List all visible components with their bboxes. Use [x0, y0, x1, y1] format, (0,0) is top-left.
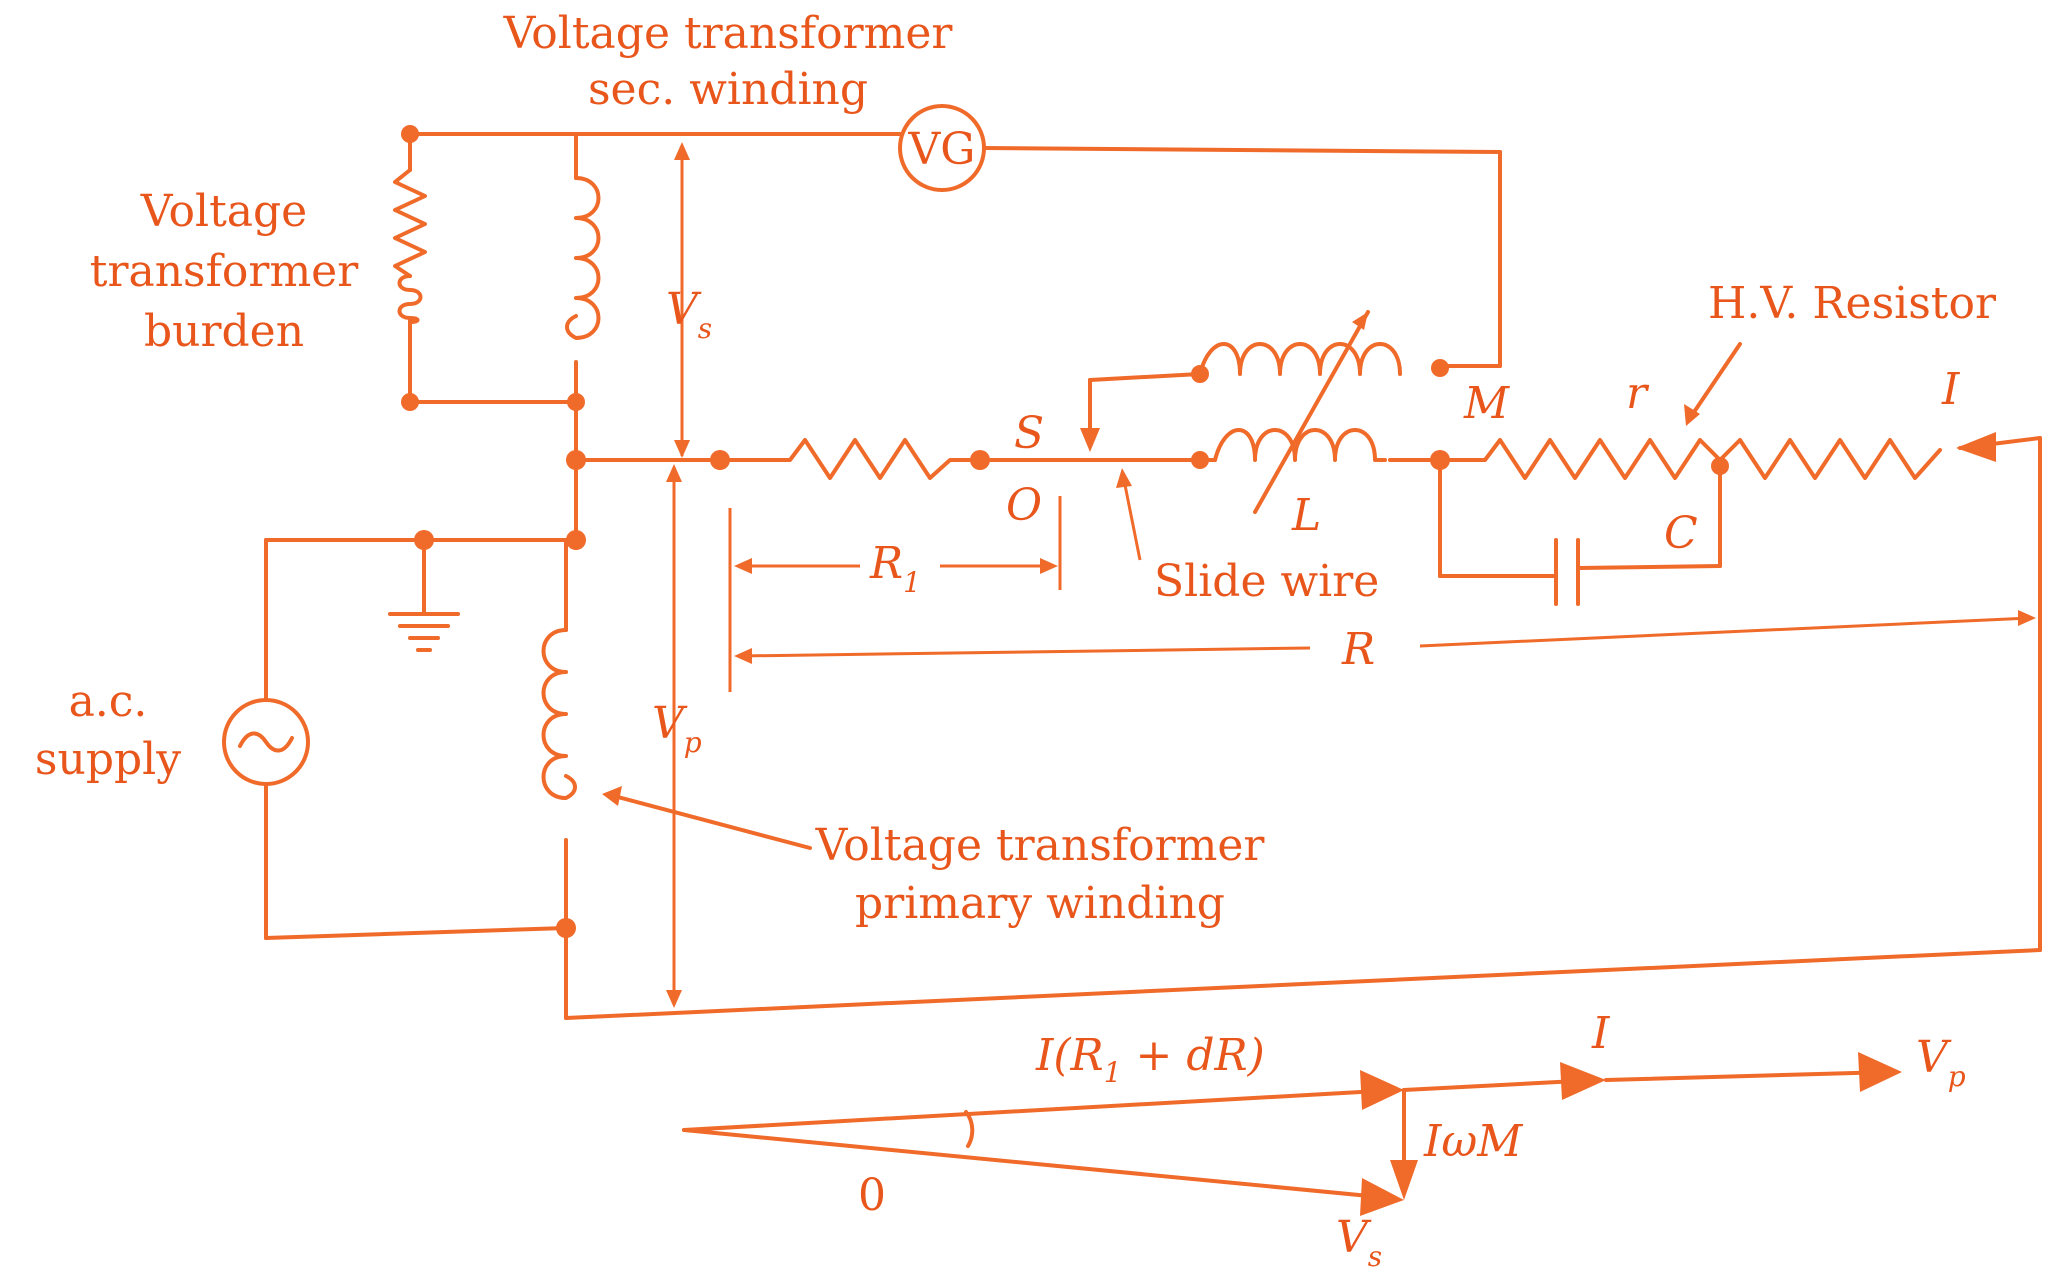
- vt-pri-label-line1: Voltage transformer: [815, 820, 1266, 871]
- i-top-label: I: [1941, 364, 1961, 415]
- burden-resistor: [393, 168, 427, 324]
- c-label: C: [1664, 508, 1698, 559]
- vs-label: Vs: [666, 284, 712, 345]
- m-label: M: [1463, 378, 1510, 429]
- phasor-iwm-label: IωM: [1423, 1116, 1523, 1167]
- vt-pri-label-line2: primary winding: [855, 878, 1225, 929]
- primary-leader: [612, 794, 812, 850]
- phasor-ir-label: I(R1 + dR): [1035, 1030, 1265, 1089]
- hv-resistor-label: H.V. Resistor: [1708, 278, 1997, 329]
- labels: Voltage transformer sec. winding Voltage…: [35, 8, 1997, 1273]
- phasor-diagram: [682, 1052, 1902, 1216]
- vt-primary-winding: [541, 628, 577, 800]
- vt-secondary-winding: [565, 176, 601, 340]
- node-vs-left: [567, 393, 585, 411]
- burden-label-line3: burden: [144, 306, 304, 357]
- r1-label: R1: [869, 538, 921, 599]
- hv-resistor-leader: [1688, 342, 1742, 420]
- l-label: L: [1291, 490, 1321, 541]
- r-small-label: r: [1626, 368, 1650, 419]
- node-r1-right: [970, 450, 990, 470]
- ac-supply-line1: a.c.: [69, 676, 148, 727]
- node-primary-top: [566, 530, 586, 550]
- burden-label-line1: Voltage: [140, 186, 307, 237]
- burden-label-line2: transformer: [90, 246, 359, 297]
- node-burden-bottom: [401, 393, 419, 411]
- slide-wire-label: Slide wire: [1154, 556, 1379, 607]
- vg-label: VG: [908, 124, 976, 175]
- ac-supply-line2: supply: [35, 734, 181, 785]
- secondary-loop: [408, 132, 1502, 462]
- vt-sec-title-line2: sec. winding: [588, 64, 868, 115]
- node-sec-right: [1431, 359, 1449, 377]
- slide-contact: [1080, 372, 1202, 452]
- phasor-vp-label: Vp: [1916, 1032, 1966, 1093]
- s-label: S: [1014, 408, 1044, 459]
- vibration-galvanometer: VG: [898, 104, 986, 192]
- phasor-i-label: I: [1591, 1008, 1611, 1059]
- dimension-lines: [666, 142, 2036, 1008]
- phasor-vs-label: Vs: [1336, 1212, 1382, 1273]
- mutual-inductor: [1198, 310, 1402, 514]
- current-arrow: [1956, 432, 1996, 462]
- r-big-label: R: [1341, 624, 1375, 675]
- capacitor: [1438, 458, 1722, 606]
- phasor-theta-label: 0: [858, 1170, 886, 1221]
- node-r1-left: [710, 450, 730, 470]
- o-label: O: [1006, 480, 1042, 531]
- ac-source-icon: [222, 698, 310, 786]
- ground-icon: [388, 538, 460, 652]
- node-burden-top: [401, 125, 419, 143]
- vt-sec-title-line1: Voltage transformer: [503, 8, 954, 59]
- vp-label: Vp: [652, 698, 702, 759]
- node-primary-bottom: [556, 918, 576, 938]
- node-l-left: [1191, 451, 1209, 469]
